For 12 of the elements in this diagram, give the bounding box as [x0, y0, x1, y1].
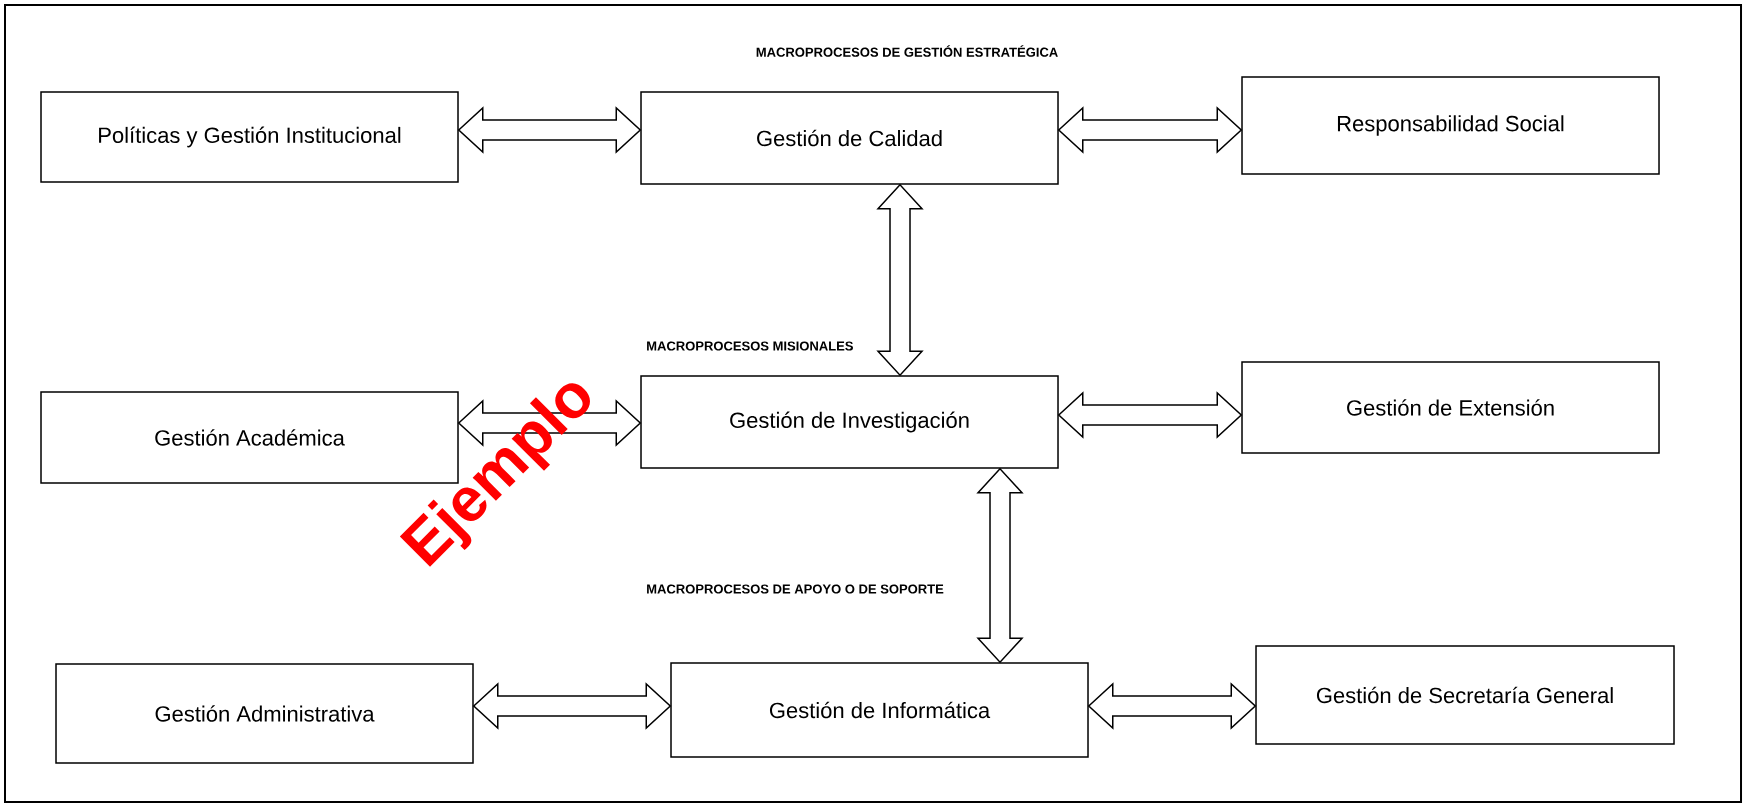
process-box: Gestión de Secretaría General: [1255, 645, 1675, 745]
section-heading: MACROPROCESOS DE GESTIÓN ESTRATÉGICA: [756, 45, 1058, 57]
section-heading: MACROPROCESOS MISIONALES: [647, 341, 853, 351]
process-box: Políticas y Gestión Institucional: [40, 91, 459, 183]
process-box: Gestión de Calidad: [640, 91, 1059, 185]
process-box: Gestión de Informática: [670, 662, 1089, 758]
process-box: Gestión de Investigación: [640, 375, 1059, 469]
process-box: Gestión Administrativa: [55, 663, 474, 764]
process-box: Gestión de Extensión: [1241, 361, 1660, 454]
process-box: Responsabilidad Social: [1241, 76, 1660, 175]
process-box: Gestión Académica: [40, 391, 459, 484]
section-heading: MACROPROCESOS DE APOYO O DE SOPORTE: [647, 584, 944, 594]
